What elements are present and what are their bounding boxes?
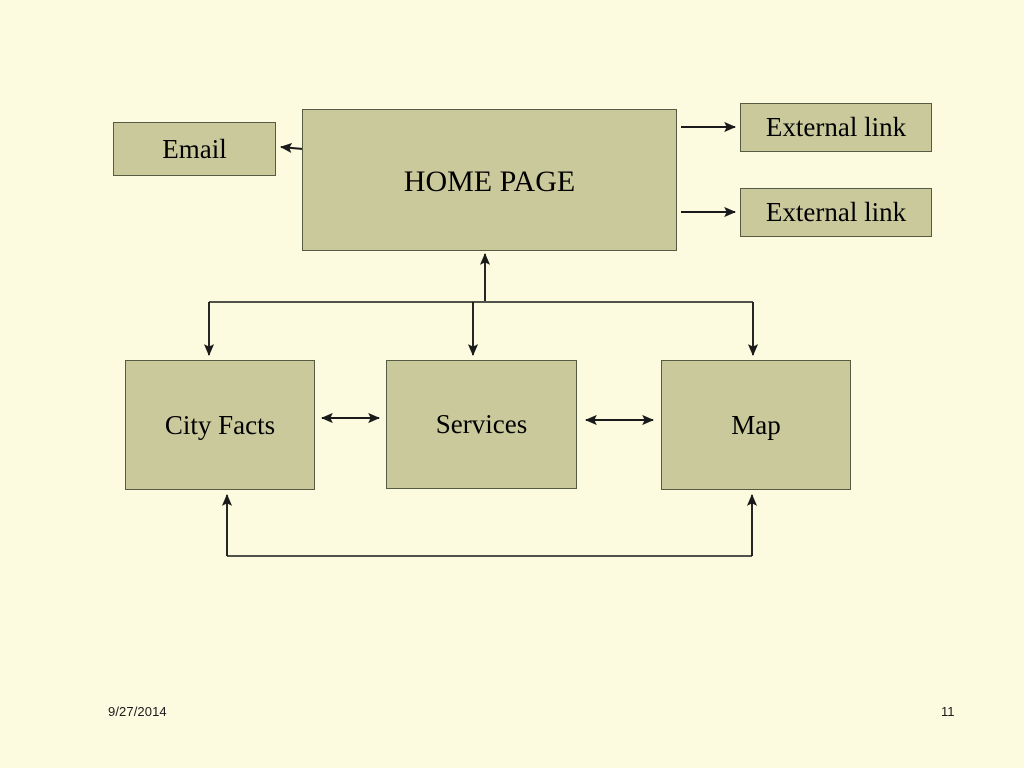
node-map[interactable]: Map bbox=[661, 360, 851, 490]
node-services[interactable]: Services bbox=[386, 360, 577, 489]
node-email-label: Email bbox=[162, 133, 227, 164]
node-email[interactable]: Email bbox=[113, 122, 276, 176]
node-external-link-1-label: External link bbox=[765, 112, 907, 143]
node-home-page-label: HOME PAGE bbox=[403, 165, 576, 198]
node-home-page[interactable]: HOME PAGE bbox=[302, 109, 677, 251]
footer-date: 9/27/2014 bbox=[108, 704, 167, 719]
footer-page-number: 11 bbox=[941, 704, 955, 719]
node-external-link-1[interactable]: External link bbox=[740, 103, 932, 152]
edge-home-to-email bbox=[280, 142, 304, 154]
node-external-link-2[interactable]: External link bbox=[740, 188, 932, 237]
node-services-label: Services bbox=[435, 409, 528, 440]
node-city-facts[interactable]: City Facts bbox=[125, 360, 315, 490]
node-map-label: Map bbox=[731, 409, 781, 440]
node-external-link-2-label: External link bbox=[765, 197, 907, 228]
node-city-facts-label: City Facts bbox=[164, 409, 276, 440]
